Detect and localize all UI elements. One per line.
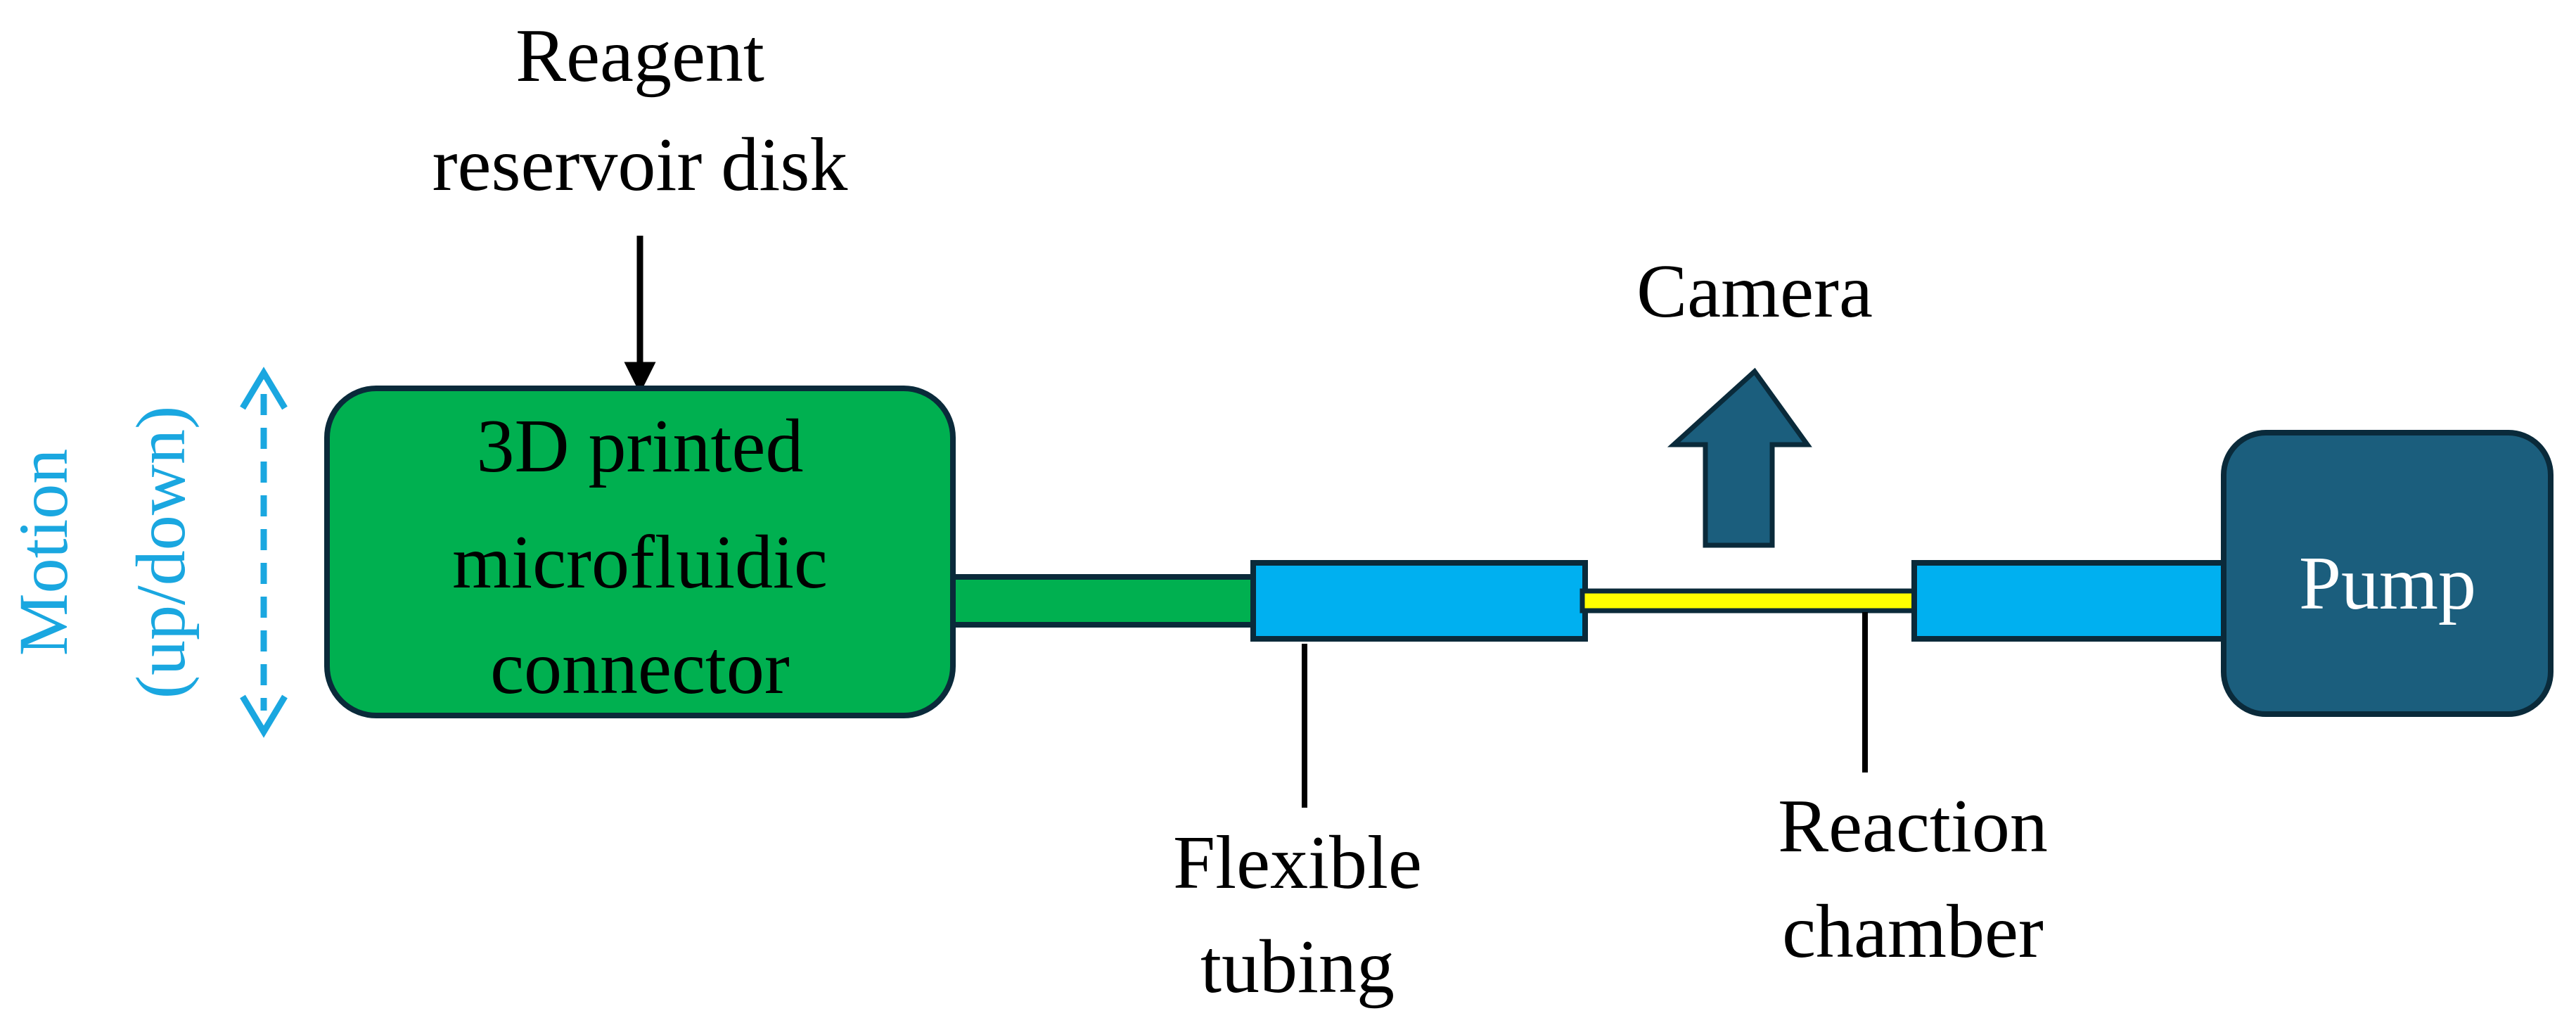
flexible-tubing-left (1250, 560, 1588, 642)
flexible-tubing-right (1911, 560, 2226, 642)
camera-label: Camera (1636, 250, 1873, 333)
pump-block (2221, 430, 2553, 717)
chamber-label-line1: Reaction (1778, 784, 2048, 868)
tubing-label-line2: tubing (1200, 925, 1395, 1009)
reaction-chamber (1579, 588, 1921, 613)
chamber-label-line2: chamber (1782, 890, 2044, 974)
motion-label-line1: Motion (4, 449, 82, 656)
reservoir-label-line2: reservoir disk (432, 123, 848, 207)
connector-label-line2: microfluidic (452, 521, 828, 604)
microfluidic-connector-block (324, 386, 956, 718)
reservoir-label-line1: Reagent (515, 14, 764, 98)
tubing-label-line1: Flexible (1173, 821, 1422, 905)
up-arrow-icon (1667, 367, 1812, 548)
pump-label: Pump (2299, 542, 2476, 625)
motion-label-line2: (up/down) (122, 406, 200, 699)
double-headed-vertical-arrow-icon (240, 367, 288, 738)
connector-label-line3: connector (490, 626, 790, 710)
connector-label-line1: 3D printed (477, 405, 804, 488)
connector-outlet-tube (947, 574, 1262, 628)
